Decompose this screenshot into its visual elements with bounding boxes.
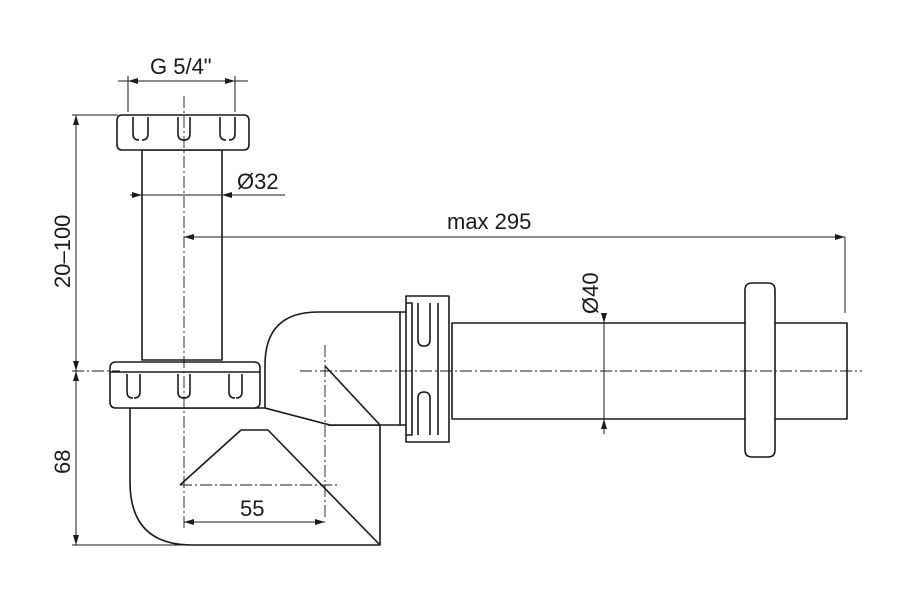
elbow bbox=[264, 311, 401, 426]
inlet-tube bbox=[141, 149, 223, 361]
label-max-length: max 295 bbox=[447, 209, 531, 234]
label-height: 68 bbox=[50, 450, 75, 474]
wall-rosette bbox=[744, 282, 776, 458]
label-thread: G 5/4" bbox=[150, 54, 212, 79]
dim-offset: 55 bbox=[184, 496, 325, 525]
label-outlet-diameter: Ø40 bbox=[578, 272, 603, 314]
dim-tube-diameter: Ø32 bbox=[130, 169, 285, 198]
label-height-adjust: 20–100 bbox=[50, 215, 75, 288]
bottom-nut bbox=[109, 361, 261, 409]
dim-max-length: max 295 bbox=[184, 209, 846, 313]
dim-height: 68 bbox=[50, 371, 192, 546]
bottle-body bbox=[129, 407, 381, 546]
label-tube-diameter: Ø32 bbox=[237, 169, 279, 194]
outlet-nut bbox=[400, 295, 450, 443]
centerlines bbox=[72, 96, 862, 530]
dim-outlet-diameter: Ø40 bbox=[578, 272, 607, 434]
label-offset: 55 bbox=[240, 496, 264, 521]
dim-thread: G 5/4" bbox=[118, 54, 248, 112]
top-nut bbox=[116, 114, 250, 151]
dim-height-adjust: 20–100 bbox=[50, 114, 118, 371]
